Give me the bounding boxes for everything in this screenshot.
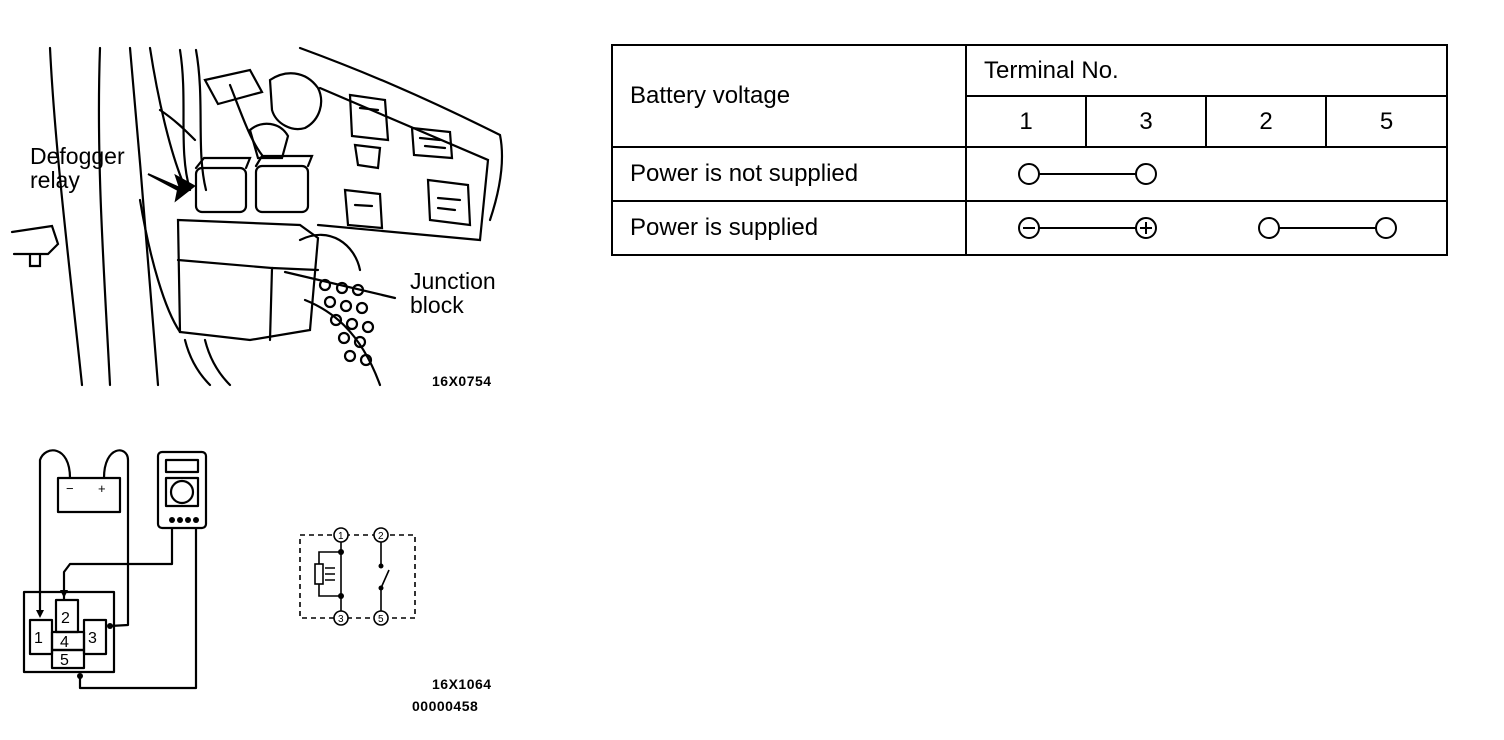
relay-test-circuit: − + 1 2 3 4 5 (22, 449, 208, 690)
table-row: Power is supplied (611, 200, 1449, 256)
schematic-terminal-1: 1 (338, 531, 344, 542)
relay-terminal-2: 2 (61, 610, 70, 627)
defogger-relay-label: Defogger relay (30, 143, 125, 193)
schematic-terminal-3: 3 (338, 614, 344, 625)
row-label: Power is not supplied (611, 146, 967, 202)
connection-symbols (1018, 163, 1157, 185)
relay-location-illustration (10, 46, 504, 387)
terminal-3-circle (1135, 163, 1157, 185)
battery (56, 476, 122, 514)
document-id: 00000458 (412, 698, 479, 714)
column-header-terminal: 3 (1085, 95, 1207, 148)
relay-schematic: 1 2 3 5 (299, 527, 416, 626)
column-header-terminal: 1 (965, 95, 1087, 148)
row-connections (964, 200, 1449, 256)
figure1-code: 16X0754 (432, 373, 492, 389)
row-label: Power is supplied (611, 200, 967, 256)
continuity-table: Battery voltage Terminal No. 1 3 2 5 Pow… (611, 44, 1449, 256)
relay-terminal-3: 3 (88, 630, 97, 647)
connection-symbols (1018, 217, 1397, 239)
relay-block (22, 590, 116, 674)
column-header-terminal: 2 (1205, 95, 1327, 148)
battery-minus-sign: − (66, 481, 74, 496)
schematic-terminal-5: 5 (378, 614, 384, 625)
schematic-terminal-2: 2 (378, 531, 384, 542)
connection-2-5 (1258, 217, 1397, 239)
figure2-code: 16X1064 (432, 676, 492, 692)
relay-terminal-1: 1 (34, 630, 43, 647)
header-battery-voltage: Battery voltage (611, 44, 967, 148)
header-terminal-no: Terminal No. (964, 44, 1449, 97)
row-connections (964, 146, 1449, 202)
table-row: Power is not supplied (611, 146, 1449, 202)
battery-plus-sign: + (98, 481, 106, 496)
terminal-5-circle (1375, 217, 1397, 239)
multimeter (156, 450, 208, 530)
column-header-terminal: 5 (1324, 95, 1449, 148)
terminal-1-circle (1018, 163, 1040, 185)
relay-terminal-5: 5 (60, 652, 69, 669)
relay-terminal-4: 4 (60, 634, 69, 651)
connection-1-3 (1018, 217, 1157, 239)
junction-block-label: Junction block (410, 268, 496, 318)
connection-1-3 (1018, 163, 1157, 185)
terminal-2-circle (1258, 217, 1280, 239)
